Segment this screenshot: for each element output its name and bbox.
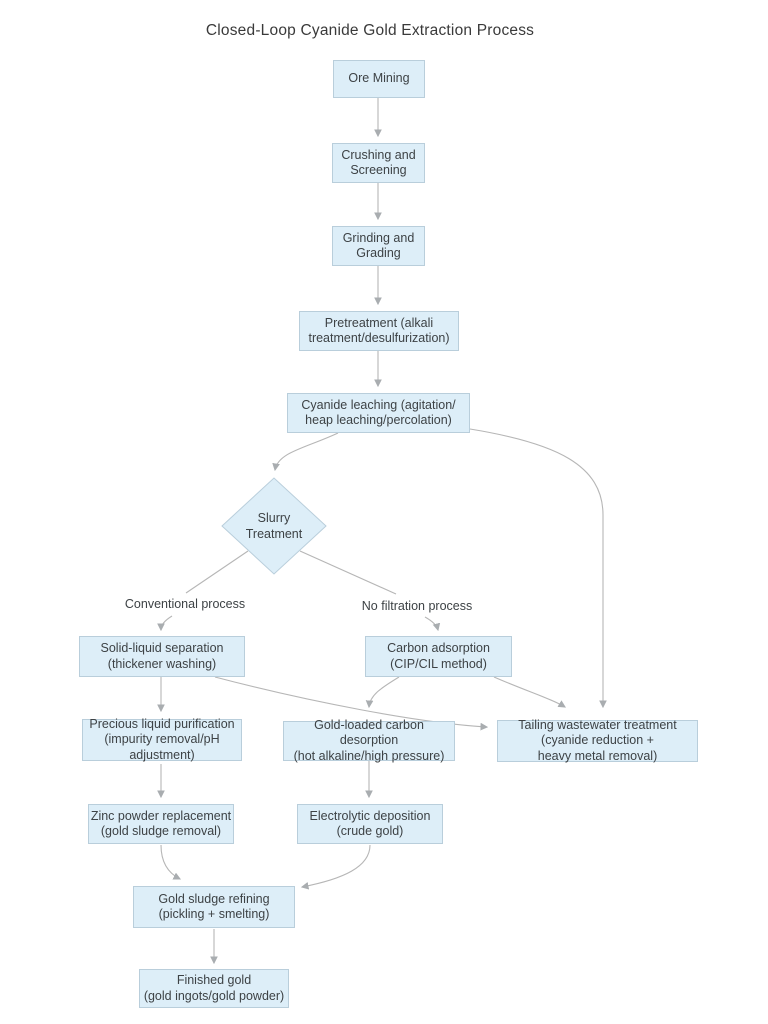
edge-label-no-filtration-process: No filtration process xyxy=(361,599,473,613)
node-finished-gold: Finished gold (gold ingots/gold powder) xyxy=(139,969,289,1008)
node-gold-sludge-refining: Gold sludge refining (pickling + smeltin… xyxy=(133,886,295,928)
node-ore-mining: Ore Mining xyxy=(333,60,425,98)
connector-no-filtration-label-to-carbon-adsorption xyxy=(424,616,441,632)
node-grinding-grading: Grinding and Grading xyxy=(332,226,425,266)
connector-carbon-adsorption-to-tailing-wastewater xyxy=(493,676,566,708)
node-tailing-wastewater-treatment: Tailing wastewater treatment (cyanide re… xyxy=(497,718,698,763)
diagram-title: Closed-Loop Cyanide Gold Extraction Proc… xyxy=(205,22,535,39)
node-electrolytic-deposition: Electrolytic deposition (crude gold) xyxy=(297,804,443,844)
node-solid-liquid-separation: Solid-liquid separation (thickener washi… xyxy=(79,636,245,677)
connector-conventional-label-to-solid-liquid xyxy=(157,615,173,632)
node-crushing-screening: Crushing and Screening xyxy=(332,143,425,183)
connector-solid-liquid-to-tailing-wastewater xyxy=(214,676,489,731)
node-zinc-powder-replacement: Zinc powder replacement (gold sludge rem… xyxy=(88,804,234,844)
connector-electrolytic-to-gold-sludge-refining xyxy=(300,844,371,890)
node-pretreatment: Pretreatment (alkali treatment/desulfuri… xyxy=(299,311,459,351)
connector-slurry-to-no-filtration-label xyxy=(299,550,397,595)
connector-slurry-to-conventional-label xyxy=(185,550,249,594)
node-gold-loaded-carbon-desorption: Gold-loaded carbon desorption (hot alkal… xyxy=(283,718,455,763)
node-slurry-treatment: Slurry Treatment xyxy=(245,510,303,541)
connector-cyanide-leaching-to-tailing-wastewater xyxy=(469,428,607,709)
node-precious-liquid-purification: Precious liquid purification (impurity r… xyxy=(82,717,242,762)
connector-zinc-replacement-to-gold-sludge-refining xyxy=(160,844,182,880)
connector-cyanide-leaching-to-slurry-treatment xyxy=(272,432,339,472)
edge-label-conventional-process: Conventional process xyxy=(124,597,246,611)
connector-carbon-adsorption-to-gold-loaded-desorption xyxy=(365,676,400,709)
slurry-treatment-diamond xyxy=(221,477,327,575)
node-carbon-adsorption: Carbon adsorption (CIP/CIL method) xyxy=(365,636,512,677)
node-cyanide-leaching: Cyanide leaching (agitation/ heap leachi… xyxy=(287,393,470,433)
